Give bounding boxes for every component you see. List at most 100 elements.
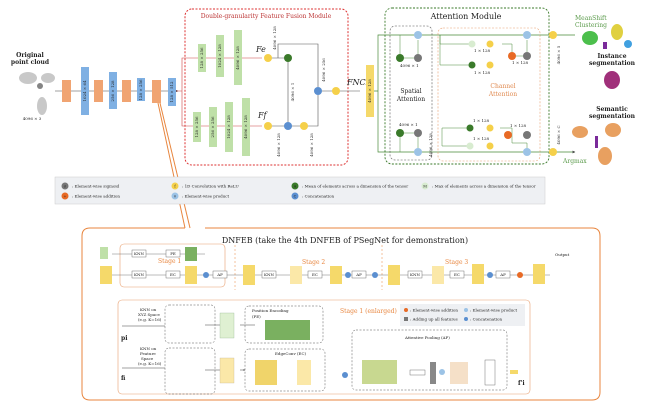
semantic-seg-label: segmentation: [589, 113, 636, 120]
pe-title: Position Encoding: [252, 308, 289, 313]
mini-legend-item: : Element-wise addition: [410, 308, 458, 313]
input-point-cloud: Original point cloud 4096 × 3: [11, 52, 55, 121]
semantic-seg-image: [572, 123, 621, 165]
ff-label: Ff: [257, 111, 269, 120]
p-label: pi: [121, 335, 128, 342]
conv-relu-icon: [264, 54, 272, 62]
mean-icon: [396, 129, 404, 137]
block-label: 128 × 512: [169, 81, 174, 103]
f-out-label: f'i: [518, 380, 525, 387]
legend-symbol-text: C: [294, 194, 297, 198]
max-icon: [466, 142, 474, 150]
instance-seg-label: segmentation: [589, 60, 636, 67]
dim-label: 1 × 128: [473, 118, 490, 123]
block-label: 128 × 256: [138, 79, 143, 101]
dnfeb-title: DNFEB (take the 4th DNFEB of PSegNet for…: [222, 236, 468, 245]
dim-label: 4096 × 256: [321, 58, 326, 82]
xyz-neighborhood: [164, 304, 216, 344]
fncf-label: FNCF: [346, 78, 372, 87]
fncf-block: [366, 65, 374, 117]
legend-symbol-icon: [421, 182, 429, 190]
max-icon: [468, 40, 476, 48]
legend-symbol-text: f: [174, 184, 176, 188]
mini-legend-item: : Adding up all features: [410, 317, 458, 322]
conv-relu-icon: [486, 61, 494, 69]
f-label: fi: [121, 375, 126, 382]
addition-icon: [508, 52, 516, 60]
backbone-sa-block: [62, 80, 71, 102]
argmax-label: Argmax: [562, 158, 587, 165]
legend-symbol-text: +: [64, 194, 67, 198]
legend-symbol-text: ×: [174, 194, 177, 198]
ec-title: EdgeConv (EC): [275, 351, 307, 356]
dim-label: 4096 × 1: [399, 122, 418, 127]
instance-seg-image: [582, 24, 632, 89]
ap-box: AP: [216, 272, 223, 277]
block-label: 256 × 128: [110, 80, 115, 102]
attention-module: Attention Module Spatial Attention Chann…: [384, 7, 550, 165]
conv-relu-icon: [549, 31, 557, 39]
sigmoid-icon: [523, 52, 531, 60]
block-label: 256 × 256: [210, 116, 215, 138]
conv-relu-icon: [486, 142, 494, 150]
pe-abbr: (PE): [252, 314, 261, 319]
legend-label: : Element-wise addition: [72, 194, 120, 199]
stage3-label: Stage 3: [445, 259, 468, 266]
knn-xyz-label: (e.g. K=16): [138, 317, 162, 322]
conv-relu-icon: [332, 87, 340, 95]
knn-xyz-label: XYZ Space: [138, 312, 160, 317]
legend-symbol-text: M: [423, 184, 427, 188]
backbone-feature-block: [168, 78, 176, 106]
product-icon: [414, 148, 422, 156]
mini-legend: : Element-wise addition : Element-wise p…: [400, 304, 525, 326]
block-label: 128 × 256: [199, 47, 204, 69]
backbone: 1024 × 64 256 × 128 128 × 256 128 × 512: [55, 67, 191, 229]
block-label: 4096 × 128: [243, 115, 248, 139]
pe-box: PE: [170, 251, 176, 256]
mini-legend-item: : Element-wise product: [470, 308, 518, 313]
sigmoid-icon: [523, 131, 531, 139]
output-label: Output: [555, 252, 570, 257]
dim-label: 1 × 128: [512, 60, 529, 65]
dim-label: 1 × 128: [510, 123, 527, 128]
legend-symbol-icon: [171, 182, 179, 190]
legend-symbol-icon: [61, 192, 69, 200]
dim-label: 4096 × 128: [276, 133, 281, 157]
conv-relu-icon: [486, 124, 494, 132]
block-label: 4096 × 128: [235, 46, 240, 70]
knn-feat-label: KNN on: [140, 346, 157, 351]
knn-box: KNN: [410, 272, 420, 277]
conv-relu-icon: [300, 122, 308, 130]
input-shape: 4096 × 3: [23, 116, 42, 121]
stage1-label: Stage 1: [158, 258, 181, 265]
mini-legend-item: : Concatenation: [470, 317, 503, 322]
channel-attention-label: Channel: [490, 83, 515, 90]
dim-label: 1 × 128: [474, 70, 491, 75]
legend-symbol-icon: [61, 182, 69, 190]
legend-label: : Concatenation: [302, 194, 335, 199]
backbone-dnfeb-block: [152, 80, 161, 103]
concat-icon: [314, 87, 322, 95]
legend-symbol-icon: [291, 192, 299, 200]
conv-relu-icon: [264, 122, 272, 130]
dffm-title: Double-granularity Feature Fusion Module: [201, 13, 332, 20]
ap-title: Attentive Pooling (AP): [404, 335, 450, 340]
conv-relu-icon: [486, 40, 494, 48]
dim-label: 4096 × 1: [290, 83, 295, 102]
addition-icon: [504, 131, 512, 139]
legend-label: : 1D Convolution with ReLU: [182, 184, 239, 189]
dim-label: 4096 × 5: [556, 45, 561, 64]
backbone-feature-block: [109, 72, 117, 109]
legend-label: : Mean of elements across a dimension of…: [302, 184, 408, 189]
mean-icon: [284, 54, 292, 62]
product-icon: [414, 31, 422, 39]
input-title: Original: [16, 52, 44, 59]
point-cloud-image: [19, 72, 55, 115]
dim-label: 1 × 128: [474, 48, 491, 53]
ec-box: EC: [312, 272, 318, 277]
knn-box: KNN: [134, 251, 144, 256]
mean-icon: [396, 54, 404, 62]
stage1-enlarged-label: Stage 1 (enlarged): [340, 308, 397, 315]
product-icon: [523, 31, 531, 39]
